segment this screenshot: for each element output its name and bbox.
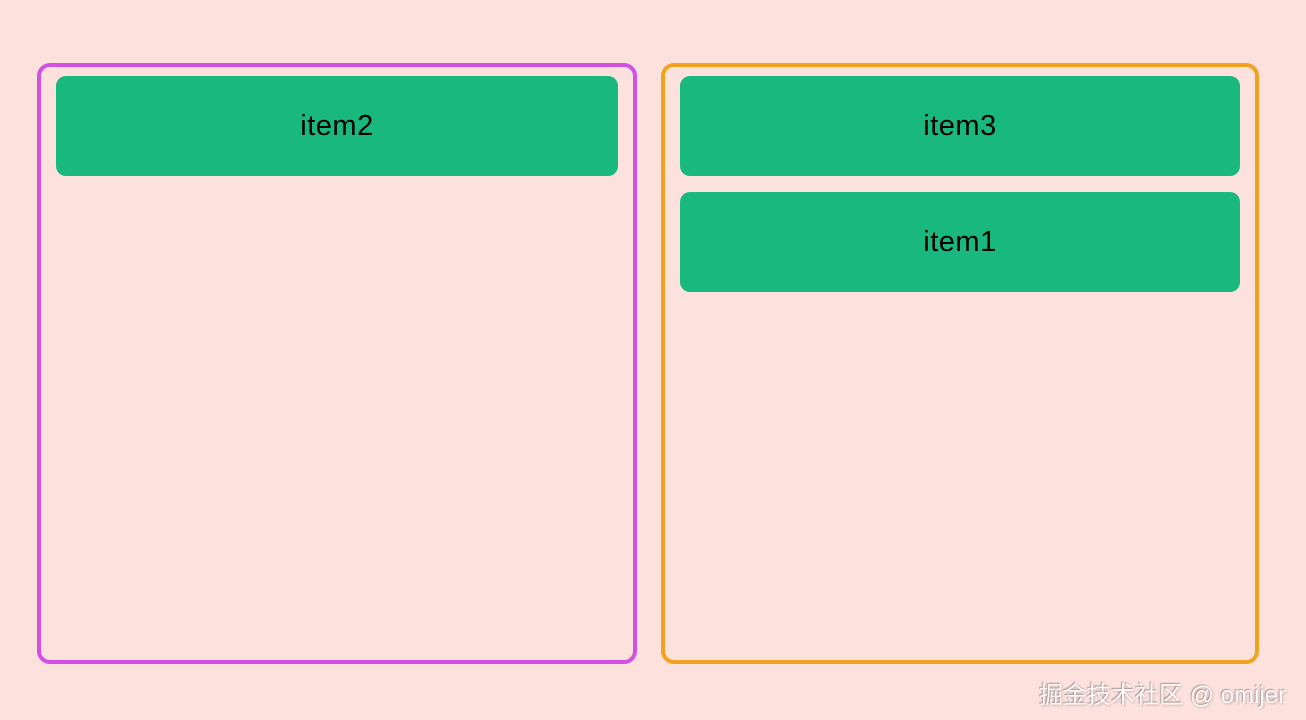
flex-container-left: item2: [37, 63, 637, 664]
flex-item-label: item3: [923, 109, 997, 142]
flex-item-item1: item1: [680, 192, 1240, 292]
watermark: 掘金技术社区 @ omijer: [1038, 682, 1286, 709]
flex-item-item2: item2: [56, 76, 618, 176]
flex-item-item3: item3: [680, 76, 1240, 176]
flex-item-label: item2: [300, 109, 374, 142]
flex-container-right: item3 item1: [661, 63, 1259, 664]
flex-item-label: item1: [923, 225, 997, 258]
